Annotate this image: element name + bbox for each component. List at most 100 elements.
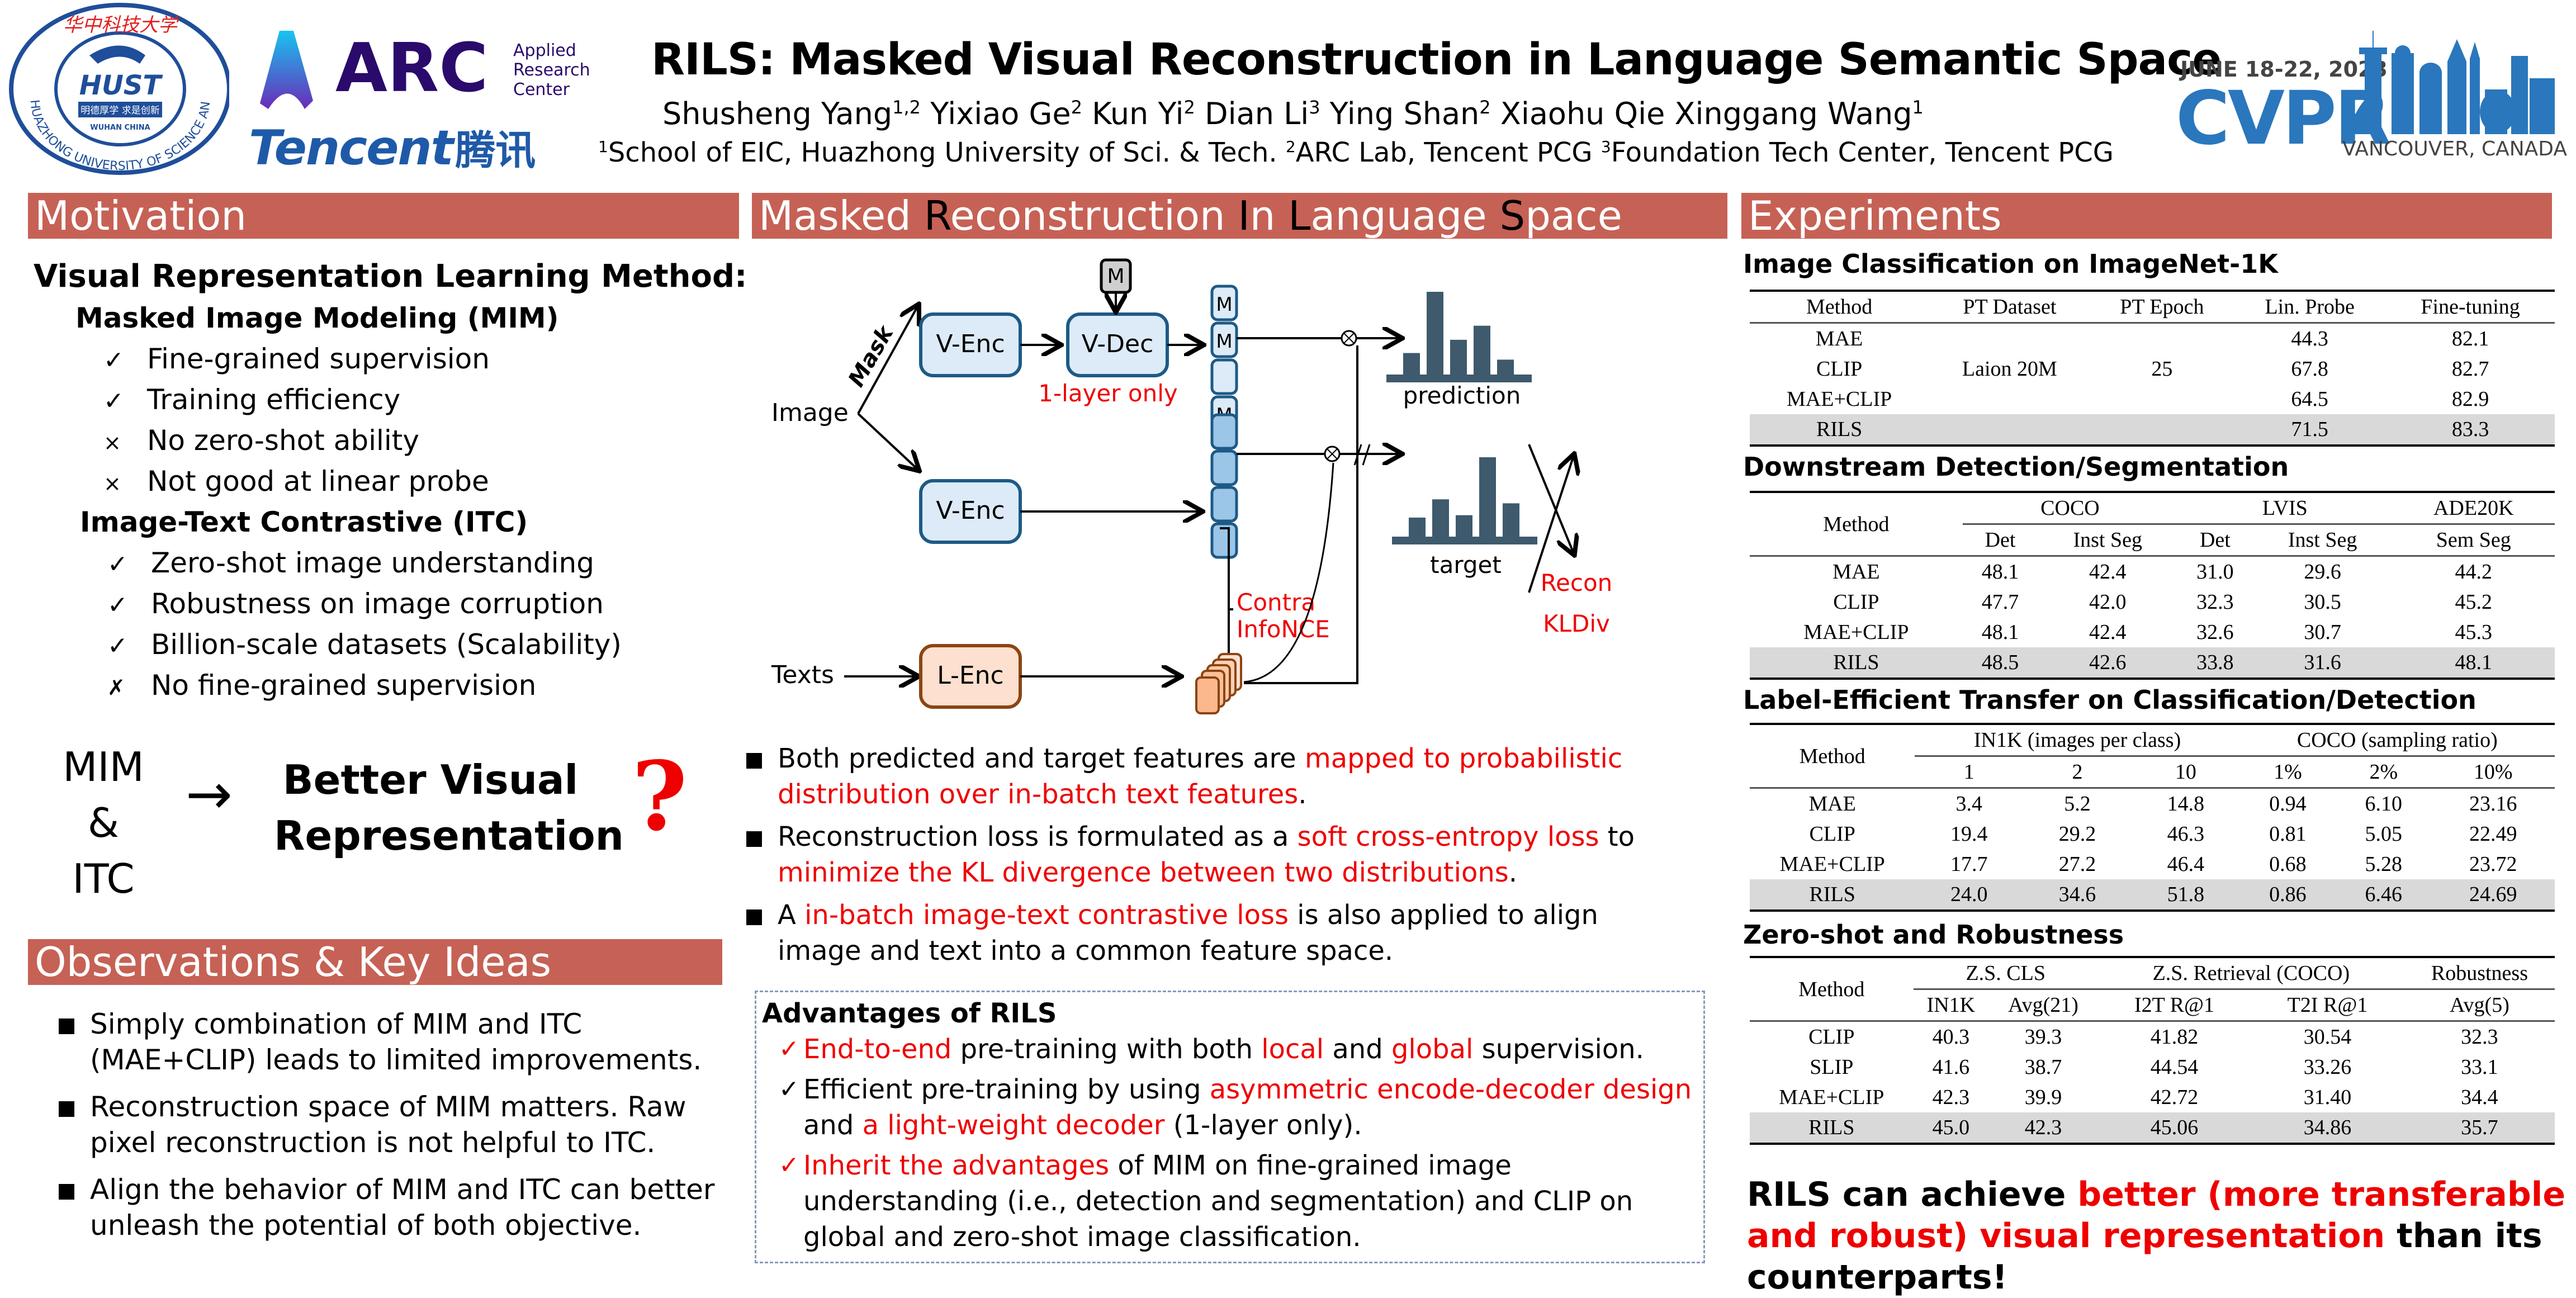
table-cell: 24.0 (1915, 879, 2024, 912)
square-bullet-icon (746, 909, 762, 925)
table-cell: 45.2 (2455, 590, 2493, 614)
table-cell: 22.49 (2469, 822, 2517, 846)
table-cell: 34.6 (2023, 879, 2132, 912)
table-cell: 67.8 (2291, 357, 2328, 381)
section-header-observations: Observations & Key Ideas (28, 939, 722, 985)
method-property-item: ✓Training efficiency (103, 383, 400, 416)
contra-label: InfoNCE (1237, 615, 1330, 643)
table-cell: 42.6 (2038, 647, 2178, 680)
mask-token-label: M (1107, 265, 1124, 288)
table-cell: 42.72 (2150, 1086, 2199, 1109)
table-header-cell: LVIS (2177, 491, 2393, 525)
table-cell: 46.3 (2167, 822, 2205, 846)
method-group-title: Masked Image Modeling (MIM) (75, 302, 559, 334)
table-cell: CLIP (1816, 357, 1863, 381)
histogram-bar (1432, 499, 1449, 537)
table-header-cell: Z.S. Retrieval (COCO) (2097, 956, 2404, 990)
table-cell: 31.40 (2303, 1086, 2352, 1109)
table-cell: 48.1 (2392, 647, 2555, 680)
author-list: Shusheng Yang1,2 Yixiao Ge2 Kun Yi2 Dian… (662, 96, 1924, 131)
method-bullet: Reconstruction loss is formulated as a s… (746, 819, 1641, 890)
question-left-line: & (87, 799, 120, 846)
table-cell: 33.8 (2177, 647, 2253, 680)
question-right: Better Visual Representation (274, 752, 624, 864)
arc-name: ARC (335, 30, 488, 107)
lenc-label: L-Enc (937, 661, 1004, 690)
histogram-bar (1474, 325, 1490, 375)
table-cell: 42.4 (2089, 620, 2127, 644)
table-cell: 0.68 (2269, 852, 2307, 876)
table-cell: RILS (1750, 414, 1929, 447)
acronym-letter: I (1238, 192, 1250, 239)
histogram-bar (1497, 359, 1514, 375)
zeroshot-table-title: Zero-shot and Robustness (1743, 920, 2124, 950)
prediction-histogram (1386, 292, 1532, 382)
table-cell: 14.8 (2131, 787, 2240, 819)
table-cell: 42.4 (2038, 555, 2178, 587)
predicted-token (1210, 358, 1238, 395)
header-text: econstruction (950, 192, 1238, 239)
question-right-line: Representation (274, 812, 624, 859)
predicted-token-label: M (1216, 293, 1232, 316)
hust-motto: 明德厚学 求是创新 (80, 105, 159, 116)
histogram-bar (1427, 292, 1443, 375)
table-cell: RILS (1750, 879, 1915, 912)
table-cell: MAE+CLIP (1779, 852, 1885, 876)
question-left-line: MIM (63, 743, 144, 790)
author: Kun Yi2 (1092, 96, 1195, 131)
square-bullet-icon (59, 1018, 74, 1034)
method-property-item: ✗No fine-grained supervision (107, 669, 536, 702)
table-header-cell: 1 (1963, 760, 1974, 784)
table-header-cell: Lin. Probe (2233, 290, 2386, 323)
table-header-cell: 1% (2274, 760, 2302, 784)
table-cell: 6.10 (2336, 787, 2432, 819)
item-text: Robustness on image corruption (151, 588, 604, 620)
hust-center-text: HUST (79, 70, 163, 101)
table-cell: 83.3 (2386, 414, 2555, 447)
square-bullet-icon (59, 1101, 74, 1117)
det-table-title: Downstream Detection/Segmentation (1743, 452, 2289, 482)
table-cell: 25 (2090, 322, 2234, 414)
table-cell: 0.81 (2269, 822, 2307, 846)
vdec-label: V-Dec (1082, 330, 1154, 358)
histogram-bar (1450, 339, 1467, 375)
hust-chinese-name: 华中科技大学 (63, 14, 179, 36)
table-cell: MAE (1750, 787, 1915, 819)
author: Shusheng Yang1,2 (662, 96, 921, 131)
header-text: pace (1525, 192, 1622, 239)
header-text: anguage (1310, 192, 1500, 239)
table-cell: 5.05 (2365, 822, 2403, 846)
contra-label: Contra (1237, 589, 1315, 616)
affiliation: 3Foundation Tech Center, Tencent PCG (1600, 137, 2114, 168)
table-cell: 30.7 (2304, 620, 2341, 644)
table-header-cell: Det (2199, 528, 2231, 552)
table-cell: 42.0 (2089, 590, 2127, 614)
question-mark-icon: ? (632, 741, 688, 852)
affiliation: 2ARC Lab, Tencent PCG (1285, 137, 1601, 168)
predicted-token (1210, 285, 1238, 321)
histogram-bar (1503, 503, 1519, 537)
author: Xinggang Wang1 (1674, 96, 1924, 131)
author: Ying Shan2 (1329, 96, 1491, 131)
table-cell: RILS (1750, 647, 1963, 680)
table-cell (2090, 414, 2234, 447)
advantages-box: Advantages of RILS ✓End-to-end pre-train… (755, 991, 1705, 1263)
table-cell: 29.2 (2058, 822, 2096, 846)
table-cell: 42.3 (1988, 1112, 2098, 1145)
table-header-cell: Inst Seg (2073, 528, 2142, 552)
recon-label: Recon (1541, 569, 1613, 596)
square-bullet-icon (746, 753, 762, 769)
